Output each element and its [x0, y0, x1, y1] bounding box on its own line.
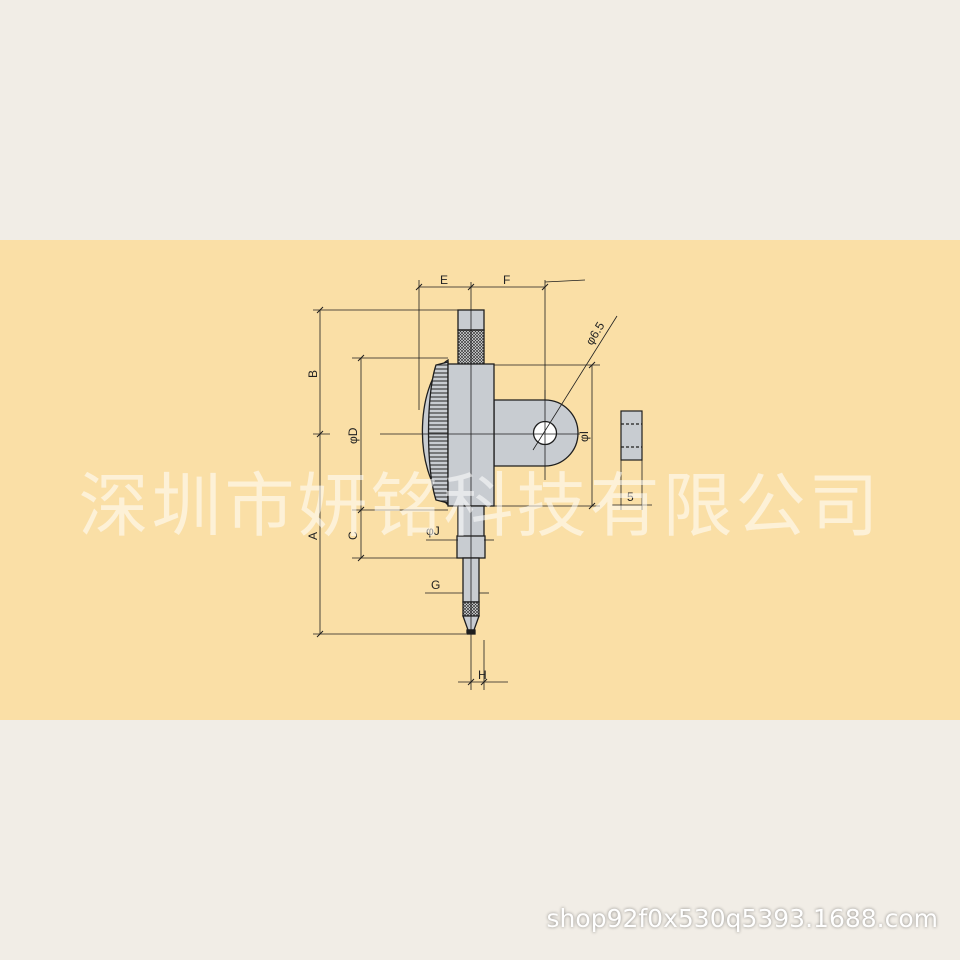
label-g: G	[431, 578, 440, 592]
label-hole: φ6.5	[583, 319, 608, 347]
side-view-block	[620, 410, 643, 461]
dimension-ticks	[316, 283, 596, 686]
label-a: A	[306, 532, 320, 540]
indicator-body	[421, 309, 579, 635]
dimension-lines	[313, 280, 618, 690]
label-i: φI	[577, 431, 591, 442]
label-h: H	[478, 668, 487, 682]
center-lines	[380, 279, 586, 690]
label-b: B	[306, 370, 320, 378]
label-f: F	[503, 273, 510, 287]
label-j: φJ	[426, 524, 440, 538]
label-d: φD	[346, 427, 360, 444]
side-view	[612, 410, 652, 510]
bezel-ribs	[427, 361, 449, 504]
label-width-5: 5	[627, 490, 634, 504]
label-c: C	[346, 531, 360, 540]
site-url: shop92f0x530q5393.1688.com	[546, 904, 938, 933]
label-e: E	[440, 273, 448, 287]
